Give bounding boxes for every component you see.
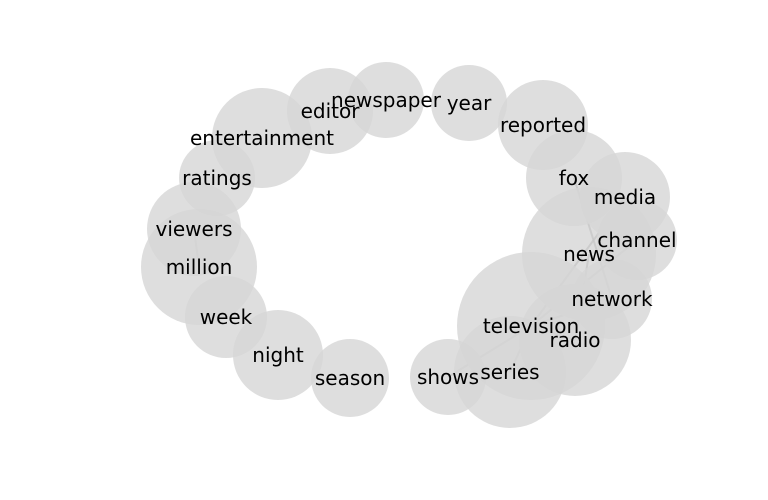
node-label-night: night	[252, 343, 304, 367]
nodes-layer	[141, 62, 677, 428]
node-year	[431, 65, 507, 141]
node-label-series: series	[480, 360, 539, 384]
node-label-shows: shows	[417, 365, 479, 389]
node-label-entertainment: entertainment	[190, 126, 334, 150]
node-label-editor: editor	[301, 99, 361, 123]
node-label-viewers: viewers	[155, 217, 232, 241]
node-label-week: week	[200, 305, 253, 329]
node-label-news: news	[563, 242, 615, 266]
node-label-season: season	[315, 366, 385, 390]
node-label-channel: channel	[597, 228, 676, 252]
node-season	[311, 339, 389, 417]
node-label-newspaper: newspaper	[331, 88, 442, 112]
node-label-network: network	[571, 287, 653, 311]
node-series	[454, 316, 566, 428]
node-shows	[410, 339, 486, 415]
node-label-television: television	[483, 314, 579, 338]
node-label-media: media	[594, 185, 656, 209]
node-label-million: million	[166, 255, 233, 279]
node-label-reported: reported	[500, 113, 586, 137]
node-label-ratings: ratings	[182, 166, 252, 190]
node-night	[233, 310, 323, 400]
node-label-radio: radio	[550, 328, 601, 352]
node-label-fox: fox	[559, 166, 590, 190]
node-label-year: year	[447, 91, 492, 115]
